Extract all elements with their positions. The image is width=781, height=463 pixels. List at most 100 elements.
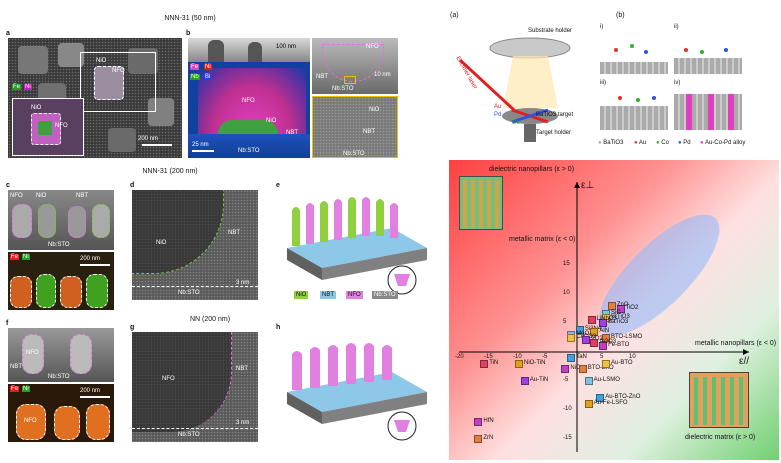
panel-c-letter: c (6, 182, 10, 189)
sub-panel-iv: iv) (674, 80, 742, 130)
material-marker (578, 365, 587, 374)
panel-c-bottom: Fe Ni 200 nm (8, 252, 114, 310)
panel-e-letter: e (276, 182, 280, 189)
y-tick-label: -15 (563, 435, 572, 441)
material-marker (474, 435, 483, 443)
panel-a-letter: a (6, 30, 10, 37)
material-label: SiC (611, 310, 621, 317)
material-label: MgO (576, 330, 590, 337)
material-label: Au-Fe-LSFO (593, 400, 628, 407)
panel-d-letter: d (130, 182, 135, 189)
material-marker (474, 417, 483, 426)
panel-f-letter: f (6, 320, 9, 327)
material-label: Au-BTO (611, 359, 633, 366)
x-tick-label: 5 (600, 354, 604, 360)
material-marker (599, 342, 608, 351)
y-tick-label: 15 (563, 261, 570, 267)
panel-b-top-image: 100 nm (188, 38, 310, 62)
pillar-array-icon-bottom (689, 372, 749, 428)
material-label: TiO2 (625, 304, 639, 311)
panel-a-inset: NiO NFO (12, 98, 84, 156)
material-marker (587, 316, 596, 325)
material-marker (599, 319, 608, 327)
x-tick-label: -10 (513, 354, 522, 360)
panel-f-top: NFO NBT Nb:STO (8, 328, 114, 382)
material-label: BTO-LSMO (611, 333, 643, 340)
material-label: TaN (576, 353, 587, 360)
x-tick-label: -15 (484, 354, 493, 360)
material-label: BTO-ZnO (587, 365, 614, 372)
material-marker (590, 339, 599, 348)
material-label: Au-BTO-ZnO (605, 394, 641, 401)
x-axis-label: ε// (739, 356, 750, 367)
panel-a-image: NiO NFO NiO NFO Fe Ni 200 nm (8, 38, 182, 158)
panel-b-right-top: NFO NBT Nb:STO 10 nm (312, 38, 398, 94)
sub-panel-ii: ii) (674, 24, 742, 74)
material-marker (515, 359, 523, 368)
material-marker (567, 353, 576, 362)
panel-f-bottom: Fe Ni 200 nm NFO (8, 384, 114, 442)
material-label: NiO (570, 365, 581, 372)
header-nnn31-200: NNN-31 (200 nm) (142, 168, 198, 175)
panel-h-letter: h (276, 324, 281, 331)
material-label: Fe-BTO (608, 342, 630, 349)
material-marker (596, 394, 605, 403)
x-tick-label: -5 (542, 354, 548, 360)
panel-d-image: NiO NBT Nb:STO 3 nm (132, 190, 258, 300)
epsilon-chart: ε⊥ ε// dielectric nanopillars (ε > 0) me… (449, 160, 779, 460)
quadrant-br-sub: dielectric matrix (ε > 0) (685, 434, 756, 441)
material-label: HfN (483, 417, 494, 424)
panel-h-schematic (282, 330, 432, 442)
header-nn-200: NN (200 nm) (189, 316, 231, 323)
material-label: Au-LSMO (593, 377, 620, 383)
material-marker (581, 336, 590, 345)
material-label: NiO-TiN (524, 359, 546, 366)
y-tick-label: -10 (563, 406, 572, 412)
y-tick-label: 10 (563, 290, 570, 296)
material-label: TiN (489, 359, 499, 366)
material-marker (575, 325, 584, 334)
material-marker (480, 359, 489, 368)
pld-schematic (458, 37, 571, 142)
zoom-box (80, 52, 156, 112)
material-marker (520, 377, 529, 385)
panel-b-letter: b (186, 30, 191, 37)
material-marker (567, 333, 576, 342)
material-marker (602, 333, 610, 342)
pillar-array-icon-top (459, 176, 503, 230)
material-marker (590, 327, 599, 336)
sub-panel-i: i) (600, 24, 668, 74)
material-marker (607, 301, 616, 310)
material-marker (602, 359, 610, 368)
y-axis-label: ε⊥ (581, 180, 595, 191)
panel-g-letter: g (130, 324, 135, 331)
y-tick-label: -5 (563, 377, 569, 383)
quadrant-tl-title: dielectric nanopillars (ε > 0) (489, 166, 575, 173)
panel-b-right-bottom: NiO NBT Nb:STO (312, 96, 398, 158)
sub-panel-iii: iii) (600, 80, 668, 130)
material-label: ZrN (483, 435, 494, 441)
panel-e-legend: NiO NBT NFO Nb:STO (294, 291, 398, 299)
quadrant-tl-sub: metallic matrix (ε < 0) (509, 236, 576, 243)
material-label: SrTiO3 (611, 314, 630, 321)
left-figure: NNN-31 (50 nm) a NiO NFO NiO NFO Fe Ni 2… (6, 15, 432, 442)
material-label: AlN (599, 327, 610, 334)
chart-svg (459, 182, 749, 452)
panel-g-image: NFO NBT Nb:STO 3 nm (132, 332, 258, 442)
panel-b-eds-map: Fe Ni Nb Bi NFO NiO NBT Nb:STO 25 nm (188, 62, 310, 158)
material-label: LiNbO3 (596, 316, 617, 323)
header-nnn31-50: NNN-31 (50 nm) (164, 15, 216, 22)
right-top-legend: ● BaTiO3 ● Au ● Co ● Pd ● Au-Co-Pd alloy (598, 140, 746, 146)
material-label: BaTiO3 (608, 319, 629, 325)
y-tick-label: 5 (563, 319, 567, 325)
quadrant-br-title: metallic nanopillars (ε < 0) (695, 340, 777, 347)
material-marker (561, 365, 570, 374)
material-marker (584, 400, 593, 409)
panel-e-schematic (282, 188, 432, 298)
panel-c-top: NFO NiO NBT Nb:STO (8, 190, 114, 250)
x-tick-label: -20 (455, 354, 464, 360)
material-label: Au-TiN (529, 377, 549, 383)
material-label: Al2O3 (599, 339, 617, 346)
material-label: ZnO (616, 301, 629, 308)
right-top-figure: (a) Substrate holder Excimer laser BaTiO… (448, 0, 781, 158)
